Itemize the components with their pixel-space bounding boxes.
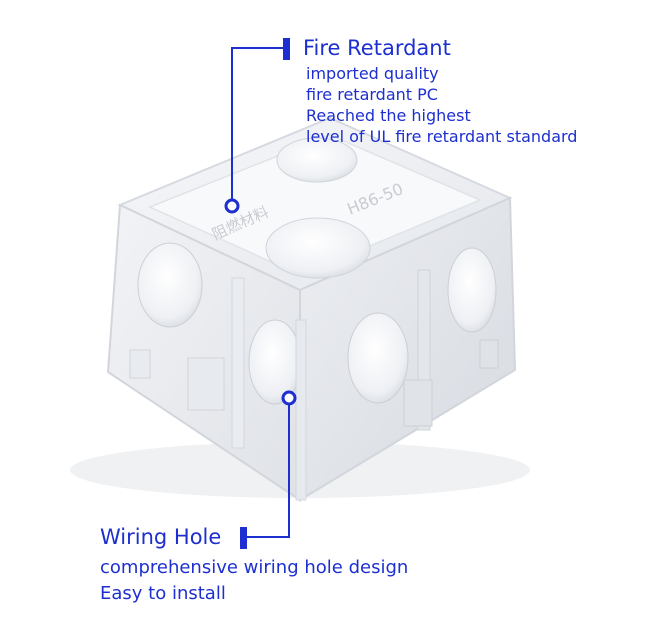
wiring-hole-dot [281, 390, 297, 406]
foot-left [129, 349, 151, 379]
wiring-hole-title: Wiring Hole [100, 525, 222, 549]
wiring-hole-leader [245, 398, 290, 538]
fire-retardant-title: Fire Retardant [303, 36, 451, 60]
rib-front [295, 319, 307, 501]
knockout-top-front [265, 217, 371, 279]
fire-retardant-line-3: Reached the highest [306, 106, 471, 125]
tab-left [187, 357, 225, 411]
wiring-hole-line-2: Easy to install [100, 583, 226, 604]
fire-retardant-line-4: level of UL fire retardant standard [306, 127, 578, 146]
knockout-left-2 [248, 319, 302, 405]
rib-left [231, 277, 245, 449]
fire-retardant-line-2: fire retardant PC [306, 85, 438, 104]
knockout-left-1 [137, 242, 203, 328]
fire-retardant-leader [231, 47, 285, 205]
wiring-hole-line-1: comprehensive wiring hole design [100, 557, 409, 578]
fire-retardant-dot [224, 198, 240, 214]
knockout-right-1 [347, 312, 409, 404]
foot-right [479, 339, 499, 369]
knockout-right-2 [447, 247, 497, 333]
fire-retardant-marker [283, 38, 290, 60]
box-inner-rim [148, 134, 482, 276]
wiring-hole-marker [240, 527, 247, 549]
fire-retardant-line-1: imported quality [306, 64, 439, 83]
tab-right [403, 379, 433, 427]
knockout-top-back [276, 137, 358, 183]
